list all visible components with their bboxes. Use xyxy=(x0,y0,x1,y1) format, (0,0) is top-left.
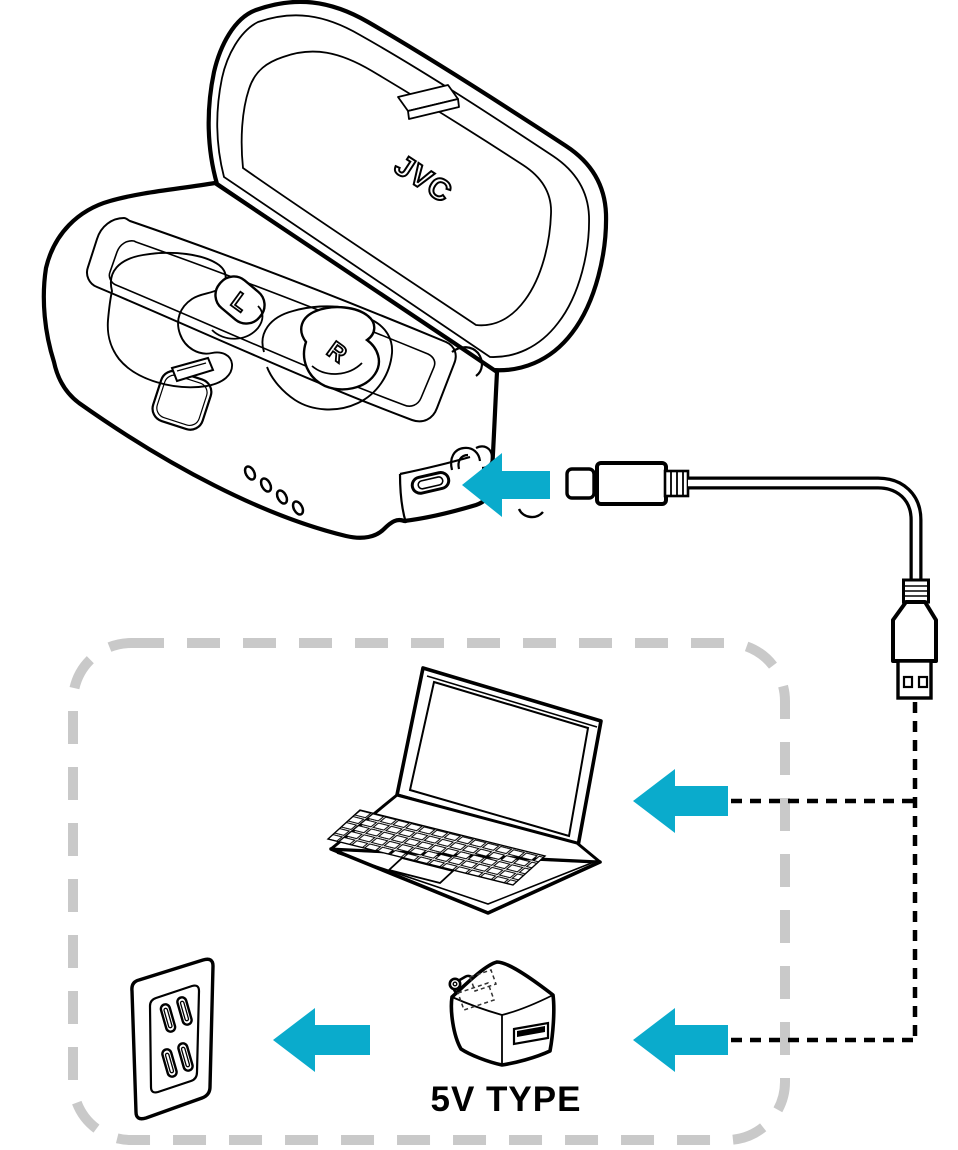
laptop-screen xyxy=(395,666,603,848)
usb-type-c-plug-icon xyxy=(565,461,690,506)
left-arrow-icon-case xyxy=(462,453,550,517)
usb-type-a-plug-icon xyxy=(891,578,938,700)
connection-options-group-box xyxy=(68,638,790,1145)
adapter-usb-port xyxy=(512,1021,550,1046)
left-arrow-icon-outlet xyxy=(273,1008,370,1072)
adapter-folded-prong-outline xyxy=(457,969,497,1011)
laptop-keyboard xyxy=(326,809,547,886)
strap-hook-detail xyxy=(450,346,494,471)
dashed-connection-line xyxy=(727,702,918,1043)
arrows xyxy=(273,453,728,1072)
laptop-icon xyxy=(326,666,603,915)
right-earbud: R xyxy=(300,305,381,391)
battery-led-indicators xyxy=(243,465,305,516)
left-arrow-icon-adapter xyxy=(633,1008,728,1072)
cable-curl-mark xyxy=(517,508,544,519)
usb-cable-icon xyxy=(565,461,938,700)
left-arrow-icon-laptop xyxy=(633,769,728,833)
wall-outlet-icon xyxy=(130,957,215,1121)
laptop-base xyxy=(326,793,602,915)
usb-power-adapter-icon xyxy=(448,960,556,1067)
lid-latch xyxy=(397,84,460,120)
case-latch-slot xyxy=(170,356,215,383)
case-bottom: L R xyxy=(41,180,544,540)
case-usb-port xyxy=(398,455,471,524)
left-earbud: L xyxy=(211,275,266,340)
case-lid: JVC xyxy=(206,0,609,373)
laptop-trackpad xyxy=(387,857,455,884)
outlet-slots xyxy=(159,996,194,1078)
usb-cable-cord xyxy=(688,476,923,581)
charging-case-open-icon: JVC L R xyxy=(41,0,609,540)
adapter-voltage-label: 5V TYPE xyxy=(431,1080,582,1119)
left-earbud-well xyxy=(106,251,233,389)
